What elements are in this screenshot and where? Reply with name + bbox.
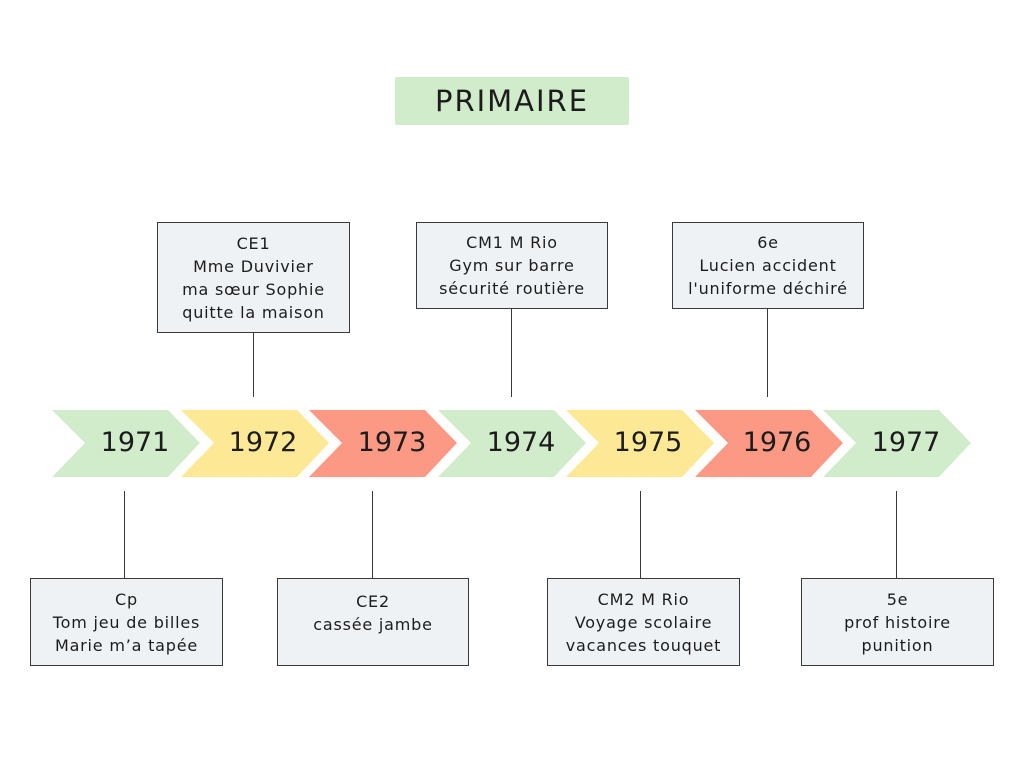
year-label-1975: 1975 xyxy=(613,426,683,458)
note-line: l'uniforme déchiré xyxy=(688,279,848,298)
connector-line-1976 xyxy=(767,308,768,397)
note-line: punition xyxy=(861,635,934,655)
note-box-ce1: CE1 Mme Duvivier ma sœur Sophie quitte l… xyxy=(157,222,350,333)
note-box-cm1: CM1 M Rio Gym sur barre sécurité routièr… xyxy=(416,222,608,309)
chevron-1971 xyxy=(52,410,200,477)
note-box-cm2: CM2 M Rio Voyage scolaire vacances touqu… xyxy=(547,578,740,666)
note-line: Gym sur barre xyxy=(449,256,575,275)
year-label-1972: 1972 xyxy=(228,426,298,458)
year-label-1977: 1977 xyxy=(871,426,941,458)
note-line: Tom jeu de billes xyxy=(52,612,201,632)
connector-line-1973 xyxy=(372,491,373,579)
note-line: Marie m’a tapée xyxy=(54,635,199,655)
page-title: PRIMAIRE xyxy=(434,84,590,118)
note-line: Mme Duvivier xyxy=(193,256,314,276)
year-label-1973: 1973 xyxy=(357,426,427,458)
note-line: sécurité routière xyxy=(439,279,585,298)
note-line: CM1 M Rio xyxy=(466,233,558,252)
connector-line-1974 xyxy=(511,308,512,397)
note-line: CE1 xyxy=(236,233,271,253)
chevron-1977 xyxy=(823,410,971,477)
note-line: Lucien accident xyxy=(699,256,837,275)
connector-line-1975 xyxy=(640,491,641,579)
year-label-1971: 1971 xyxy=(100,426,170,458)
connector-line-1971 xyxy=(124,491,125,579)
note-line: 6e xyxy=(757,233,779,252)
connector-line-1972 xyxy=(253,333,254,397)
chevron-1973 xyxy=(309,410,457,477)
chevron-1975 xyxy=(566,410,714,477)
connector-line-1977 xyxy=(896,491,897,579)
title-banner: PRIMAIRE xyxy=(395,77,629,125)
note-box-cp: Cp Tom jeu de billes Marie m’a tapée xyxy=(30,578,223,666)
year-label-1974: 1974 xyxy=(486,426,556,458)
chevron-1976 xyxy=(695,410,843,477)
note-box-ce2: CE2 cassée jambe xyxy=(277,578,469,666)
note-line: quitte la maison xyxy=(182,302,325,322)
note-line: CM2 M Rio xyxy=(597,589,690,609)
chevron-1972 xyxy=(181,410,329,477)
note-line: CE2 xyxy=(356,592,390,611)
note-box-6e: 6e Lucien accident l'uniforme déchiré xyxy=(672,222,864,309)
chevron-1974 xyxy=(438,410,586,477)
note-line: ma sœur Sophie xyxy=(182,279,325,299)
note-line: Cp xyxy=(115,589,138,609)
note-line: cassée jambe xyxy=(313,615,433,634)
note-line: Voyage scolaire xyxy=(574,612,713,632)
note-line: prof histoire xyxy=(844,612,951,632)
note-line: vacances touquet xyxy=(565,635,722,655)
note-line: 5e xyxy=(886,589,909,609)
year-label-1976: 1976 xyxy=(742,426,812,458)
note-box-5e: 5e prof histoire punition xyxy=(801,578,994,666)
